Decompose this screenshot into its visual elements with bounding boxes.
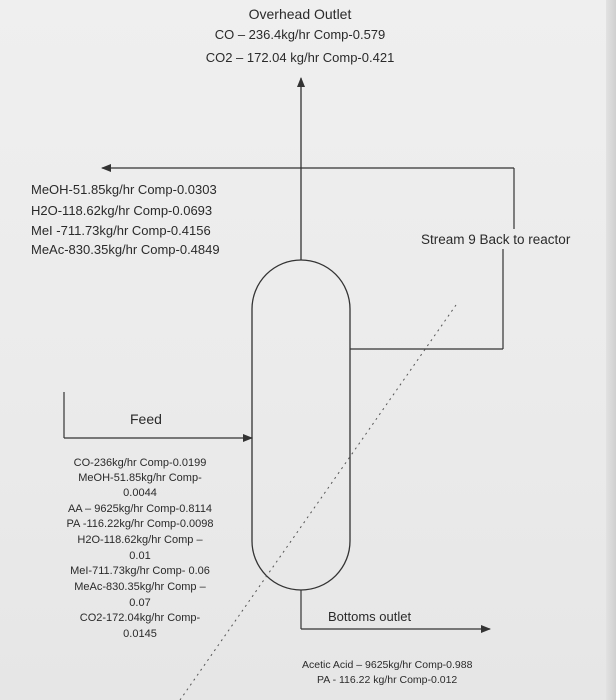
overhead-line-2: CO2 – 172.04 kg/hr Comp-0.421 [205,50,395,65]
bottoms-line-1: Acetic Acid – 9625kg/hr Comp-0.988 [302,659,473,671]
feed-line-1: CO-236kg/hr Comp-0.0199 [73,457,207,469]
feed-line-9: MeAc-830.35kg/hr Comp – [74,581,206,593]
feed-line-4: AA – 9625kg/hr Comp-0.8114 [67,503,213,515]
side-stream-line-4: MeAc-830.35kg/hr Comp-0.4849 [31,242,220,257]
feed-line-12: 0.0145 [123,628,157,640]
recycle-label: Stream 9 Back to reactor [421,232,571,247]
feed-line-11: CO2-172.04kg/hr Comp- [79,612,201,624]
feed-line-2: MeOH-51.85kg/hr Comp- [78,472,202,484]
feed-line-5: PA -116.22kg/hr Comp-0.0098 [66,518,214,530]
feed-line-7: 0.01 [129,550,151,562]
side-stream-line-2: H2O-118.62kg/hr Comp-0.0693 [31,203,213,218]
overhead-line-1: CO – 236.4kg/hr Comp-0.579 [214,27,386,42]
bottoms-label: Bottoms outlet [328,609,412,624]
feed-line-10: 0.07 [129,597,151,609]
side-stream-line-3: MeI -711.73kg/hr Comp-0.4156 [31,223,211,238]
dashed-guide-line [179,304,457,700]
bottoms-line-2: PA - 116.22 kg/hr Comp-0.012 [317,674,458,686]
feed-line-3: 0.0044 [123,487,157,499]
overhead-title: Overhead Outlet [248,6,352,22]
feed-line-6: H2O-118.62kg/hr Comp – [77,534,203,546]
side-stream-line-1: MeOH-51.85kg/hr Comp-0.0303 [31,182,217,197]
feed-line-8: MeI-711.73kg/hr Comp- 0.06 [70,565,210,577]
page-edge-shadow [606,0,616,700]
distillation-column [251,259,351,591]
feed-label: Feed [130,411,162,427]
